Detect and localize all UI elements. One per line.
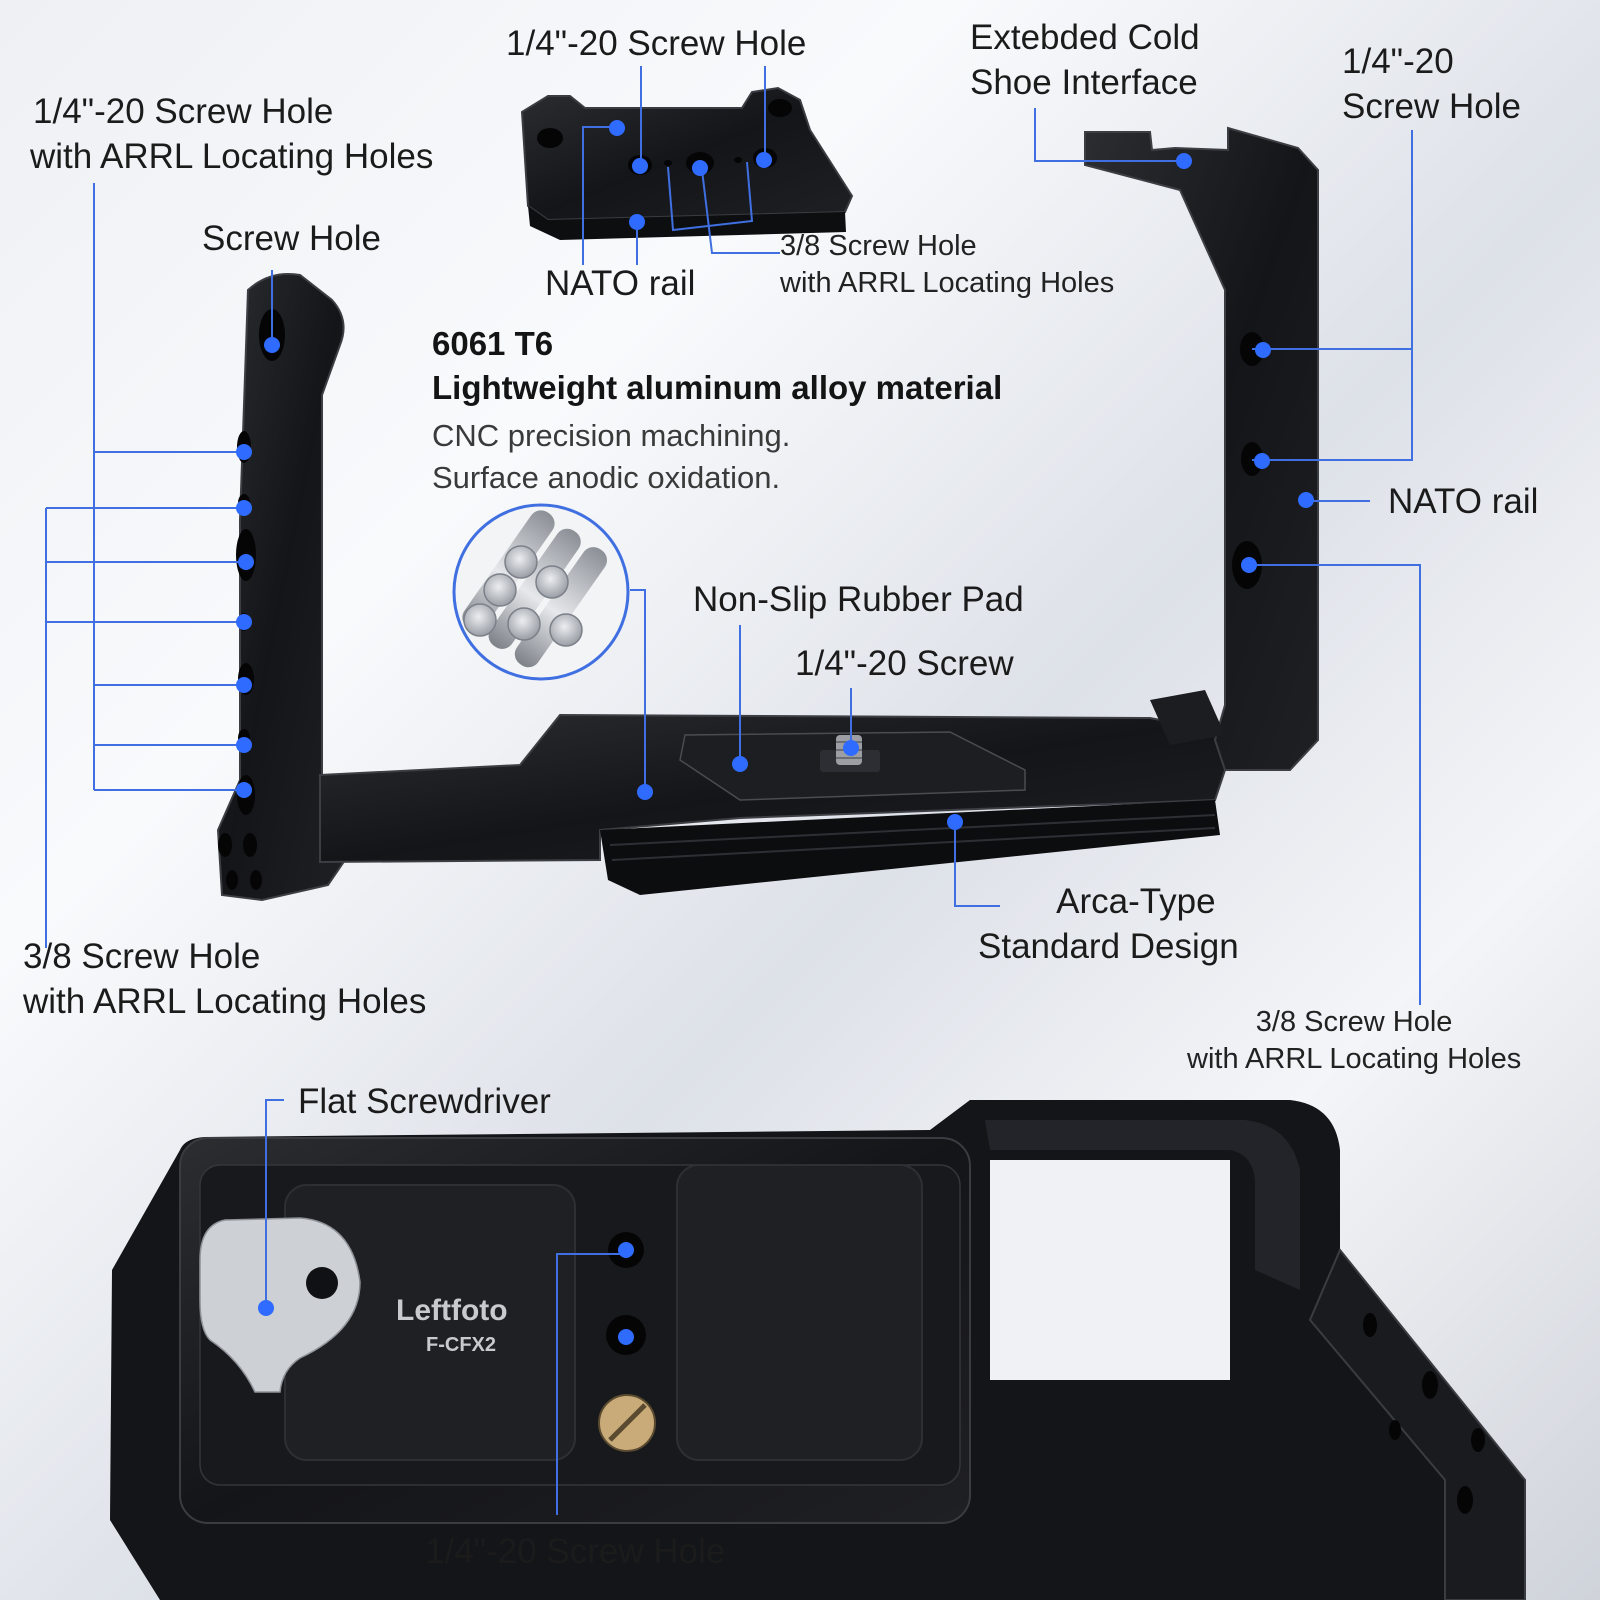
label-left-top-line1: 1/4"-20 Screw Hole <box>33 92 334 131</box>
label-arca-line1: Arca-Type <box>1056 882 1216 921</box>
label-top-plate-38-line1: 3/8 Screw Hole <box>780 230 977 262</box>
label-screw-hole: Screw Hole <box>202 219 381 258</box>
label-top-plate-38-line2: with ARRL Locating Holes <box>780 267 1115 300</box>
material-note-line2: Surface anodic oxidation. <box>432 459 781 495</box>
base-plate-view: Leftfoto F-CFX2 <box>110 1100 1526 1600</box>
label-right-top-line2: Screw Hole <box>1342 86 1521 126</box>
label-right-top-line1: 1/4"-20 <box>1342 42 1454 81</box>
model-number: F-CFX2 <box>426 1334 496 1356</box>
material-title: 6061 T6 Lightweight aluminum alloy mater… <box>432 322 1002 409</box>
label-top-plate-38-hole: 3/8 Screw Hole with ARRL Locating Holes <box>780 228 1114 302</box>
label-top-plate-screw-hole: 1/4"-20 Screw Hole <box>506 24 807 63</box>
label-flat-screwdriver: Flat Screwdriver <box>298 1082 551 1121</box>
label-arca-type: Arca-Type Standard Design <box>978 880 1239 970</box>
material-title-line2: Lightweight aluminum alloy material <box>432 368 1003 406</box>
top-cold-shoe-plate <box>520 86 854 240</box>
aluminum-rods-inset <box>452 503 630 681</box>
label-right-top-screw-hole: 1/4"-20 Screw Hole <box>1342 40 1521 130</box>
label-left-bottom-38-hole: 3/8 Screw Hole with ARRL Locating Holes <box>23 935 426 1025</box>
callout-lines <box>45 66 1421 1515</box>
label-bottom-screw: 1/4"-20 Screw <box>795 644 1014 683</box>
label-left-top-screw-hole: 1/4"-20 Screw Hole with ARRL Locating Ho… <box>30 90 433 180</box>
right-cage-side <box>1084 126 1319 771</box>
label-right-bottom-line2: with ARRL Locating Holes <box>1187 1043 1522 1076</box>
material-note-line1: CNC precision machining. <box>432 418 791 453</box>
bottom-cage-bar <box>319 713 1242 895</box>
material-note: CNC precision machining. Surface anodic … <box>432 415 790 499</box>
label-cold-shoe-line2: Shoe Interface <box>970 62 1198 102</box>
label-nato-rail-right: NATO rail <box>1388 482 1539 521</box>
label-arca-line2: Standard Design <box>978 926 1239 966</box>
brand-logo: Leftfoto <box>396 1294 508 1327</box>
label-cold-shoe: Extebded Cold Shoe Interface <box>970 16 1200 106</box>
label-left-bottom-line1: 3/8 Screw Hole <box>23 937 261 976</box>
label-right-bottom-line1: 3/8 Screw Hole <box>1255 1006 1453 1038</box>
material-title-line1: 6061 T6 <box>432 325 554 362</box>
label-base-screw-hole: 1/4"-20 Screw Hole <box>425 1532 726 1571</box>
callout-dots <box>236 120 1314 1345</box>
label-left-bottom-line2: with ARRL Locating Holes <box>23 981 427 1021</box>
label-nato-rail-top: NATO rail <box>545 264 696 303</box>
label-left-top-line2: with ARRL Locating Holes <box>30 136 434 176</box>
label-cold-shoe-line1: Extebded Cold <box>970 18 1200 57</box>
label-right-bottom-38-hole: 3/8 Screw Hole with ARRL Locating Holes <box>1187 1004 1521 1078</box>
label-rubber-pad: Non-Slip Rubber Pad <box>693 580 1024 619</box>
